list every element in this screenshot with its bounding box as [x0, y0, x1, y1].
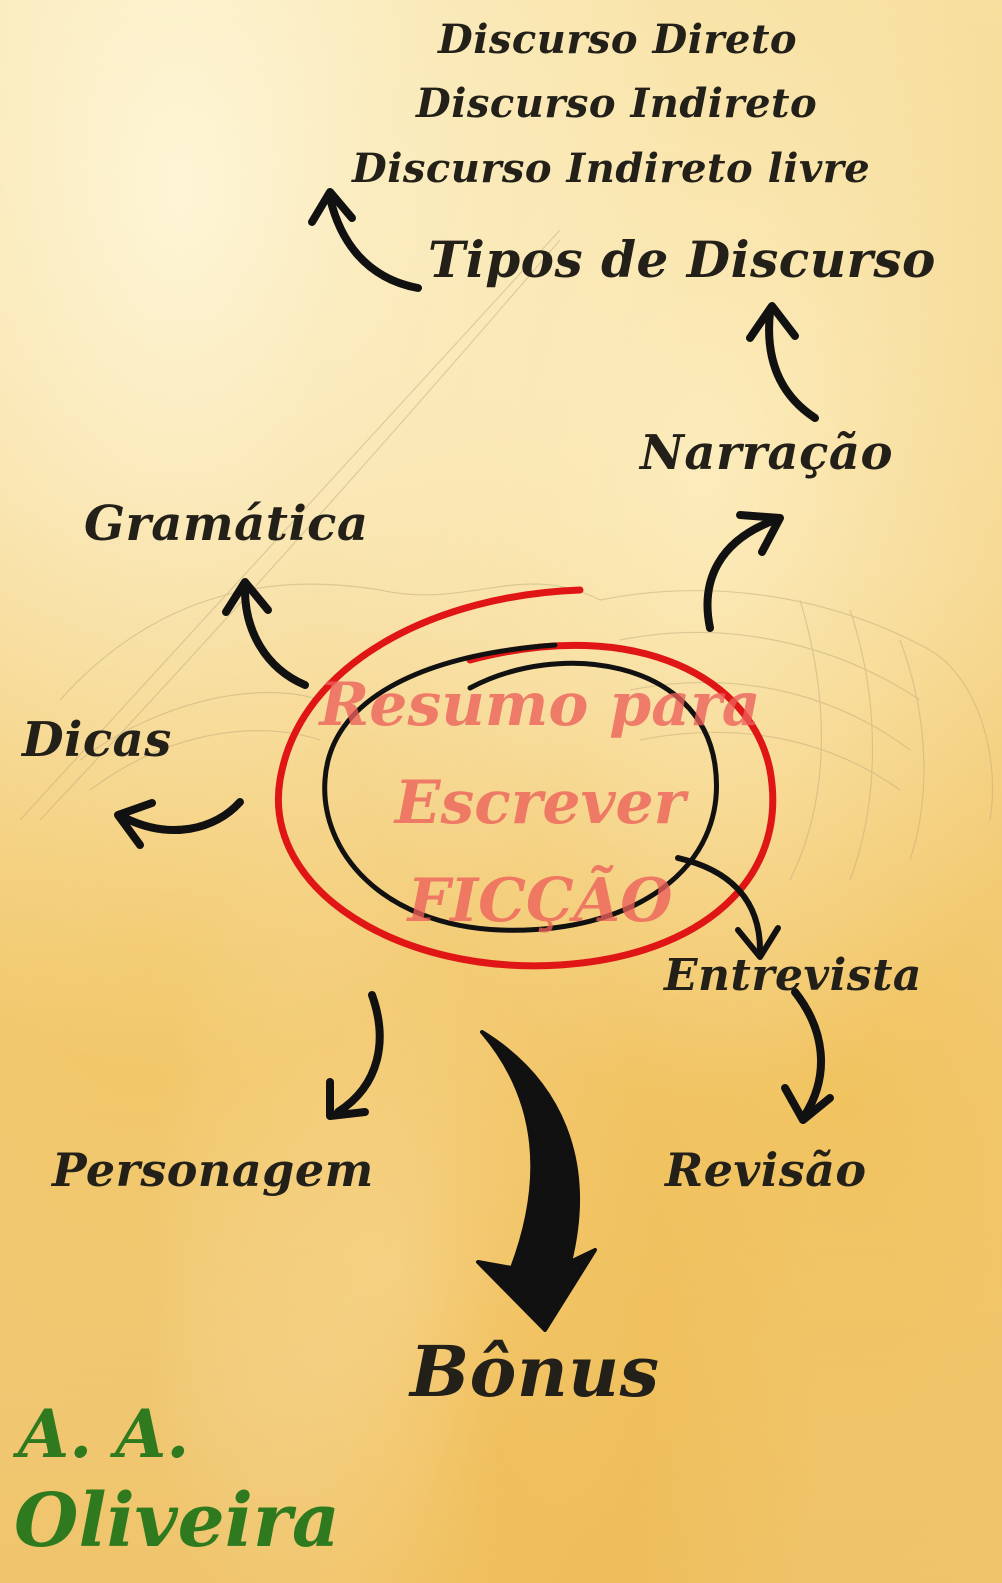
arrowhead-personagem — [326, 1078, 369, 1120]
label-dicas: Dicas — [22, 712, 172, 768]
black-circle — [322, 642, 719, 933]
label-discurso-direto: Discurso Direto — [438, 16, 798, 63]
center-title-line-2: Escrever — [394, 768, 686, 838]
arrow-to-dicas — [121, 798, 244, 834]
red-circle — [274, 586, 777, 970]
arrow-to-discurso-list — [326, 194, 422, 292]
label-entrevista: Entrevista — [664, 950, 922, 1001]
center-title-line-1: Resumo para — [319, 670, 761, 740]
author-initials: A. A. — [18, 1395, 190, 1473]
arrowhead-revisao — [781, 1084, 834, 1124]
label-narracao: Narração — [640, 425, 893, 481]
arrowhead-entrevista — [735, 925, 781, 960]
label-bonus: Bônus — [410, 1330, 660, 1413]
arrow-to-narracao — [703, 516, 779, 632]
arrow-to-revisao — [791, 988, 825, 1119]
arrow-to-gramatica — [241, 586, 309, 689]
arrow-to-bonus — [476, 1030, 597, 1332]
author-surname: Oliveira — [14, 1478, 340, 1564]
arrowhead-tipos — [746, 302, 799, 342]
arrow-to-personagem — [334, 991, 384, 1116]
arrow-to-tipos — [765, 308, 819, 422]
arrowhead-gramatica — [222, 578, 272, 616]
center-title-line-3: FICÇÃO — [407, 866, 673, 936]
arrow-to-entrevista — [675, 855, 763, 953]
label-tipos-de-discurso: Tipos de Discurso — [428, 230, 936, 289]
center-title: Resumo para Escrever FICÇÃO — [300, 670, 780, 950]
arrowhead-dicas — [114, 799, 156, 849]
label-discurso-indireto-livre: Discurso Indireto livre — [352, 145, 871, 192]
label-personagem: Personagem — [52, 1143, 374, 1197]
label-revisao: Revisão — [665, 1143, 867, 1197]
label-gramatica: Gramática — [84, 496, 369, 552]
arrowhead-discurso-list — [308, 188, 356, 226]
arrowhead-narracao — [736, 511, 784, 556]
label-discurso-indireto: Discurso Indireto — [416, 80, 818, 127]
